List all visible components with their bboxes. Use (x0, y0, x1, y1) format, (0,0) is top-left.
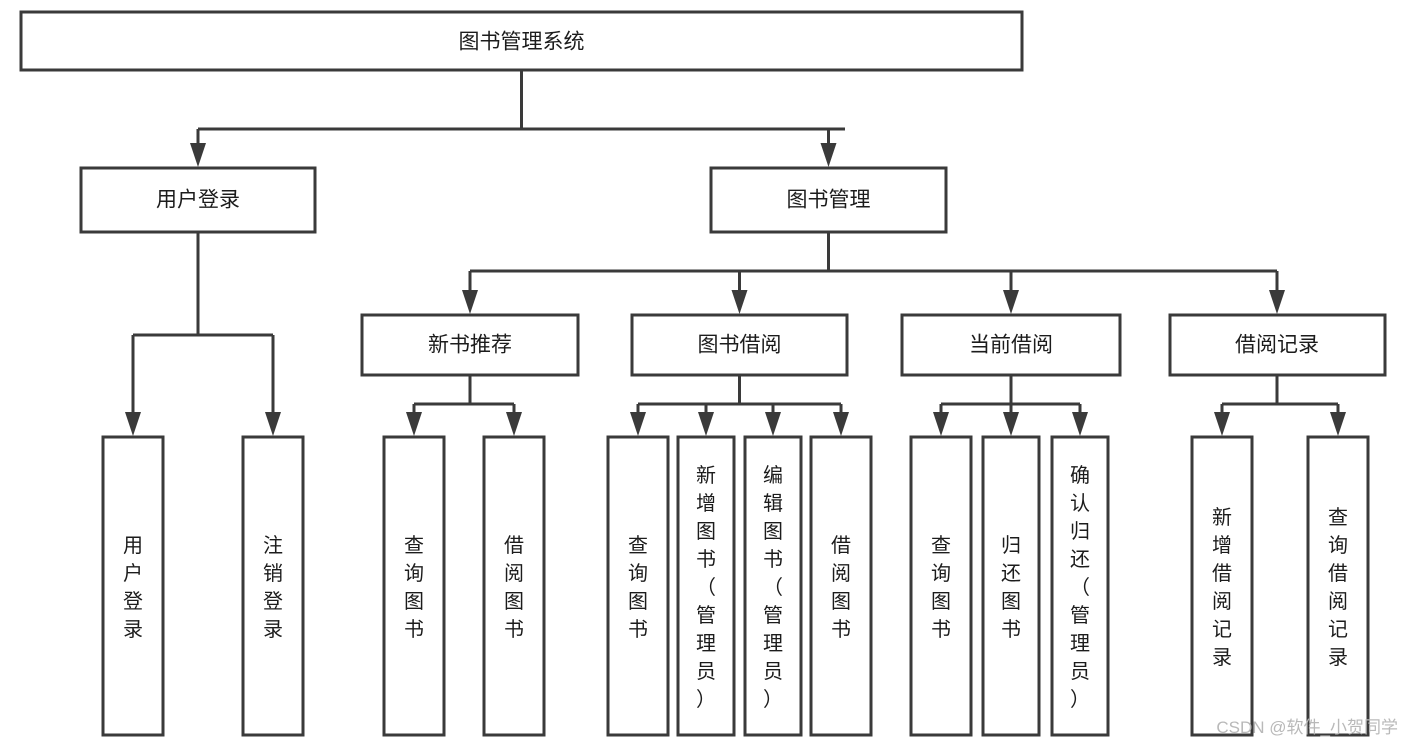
node-root[interactable]: 图书管理系统 (19, 10, 1024, 72)
leaf-bookborrow-borrow-book[interactable]: 借阅图书 (809, 435, 873, 737)
leaf-bookborrow-query-book-box[interactable] (606, 435, 670, 737)
leaf-newbook-borrow-book[interactable]: 借阅图书 (482, 435, 546, 737)
node-book-borrow-box[interactable] (630, 313, 849, 377)
leaf-bookborrow-query-book[interactable]: 查询图书 (606, 435, 670, 737)
arrow-head-currentborrow-leaf-1 (933, 412, 949, 436)
node-borrow-record[interactable]: 借阅记录 (1168, 313, 1387, 377)
leaf-currentborrow-query-book[interactable]: 查询图书 (909, 435, 973, 737)
leaf-newbook-borrow-book-label: 借阅图书 (504, 534, 524, 641)
node-root-label: 图书管理系统 (459, 31, 585, 54)
arrow-head-borrowrecord-leaf-1 (1214, 412, 1230, 436)
leaf-bookborrow-add-book-label: 新增图书（管理员） (696, 464, 716, 711)
csdn-watermark: CSDN @软件_小贺同学 (1216, 718, 1398, 737)
connector-layer (125, 70, 1346, 436)
leaf-newbook-borrow-book-box[interactable] (482, 435, 546, 737)
leaf-currentborrow-confirm-return[interactable]: 确认归还（管理员） (1050, 435, 1110, 737)
leaf-borrowrecord-add-record-label: 新增借阅记录 (1212, 506, 1232, 669)
leaf-borrowrecord-query-record-box[interactable] (1306, 435, 1370, 737)
node-new-book-recommend[interactable]: 新书推荐 (360, 313, 580, 377)
leaf-currentborrow-query-book-label: 查询图书 (931, 534, 951, 641)
leaf-borrowrecord-add-record-box[interactable] (1190, 435, 1254, 737)
arrow-head-user-login (190, 143, 206, 167)
arrow-head-current-borrow (1003, 290, 1019, 314)
leaf-borrowrecord-query-record[interactable]: 查询借阅记录 (1306, 435, 1370, 737)
leaf-bookborrow-edit-book-box[interactable] (743, 435, 803, 737)
leaf-newbook-query-book-box[interactable] (382, 435, 446, 737)
leaf-newbook-query-book[interactable]: 查询图书 (382, 435, 446, 737)
leaf-bookborrow-edit-book[interactable]: 编辑图书（管理员） (743, 435, 803, 737)
leaf-bookborrow-add-book[interactable]: 新增图书（管理员） (676, 435, 736, 737)
leaf-user-login[interactable]: 用户登录 (101, 435, 165, 737)
leaf-currentborrow-confirm-return-box[interactable] (1050, 435, 1110, 737)
arrow-head-bookborrow-leaf-1 (630, 412, 646, 436)
node-book-borrow-label: 图书借阅 (698, 334, 782, 357)
node-current-borrow[interactable]: 当前借阅 (900, 313, 1122, 377)
node-book-borrow[interactable]: 图书借阅 (630, 313, 849, 377)
leaf-bookborrow-add-book-box[interactable] (676, 435, 736, 737)
arrow-head-bookborrow-leaf-3 (765, 412, 781, 436)
node-root-box[interactable] (19, 10, 1024, 72)
leaf-bookborrow-edit-book-label: 编辑图书（管理员） (763, 464, 783, 711)
leaf-currentborrow-return-book-box[interactable] (981, 435, 1041, 737)
node-user-login-box[interactable] (79, 166, 317, 234)
arrow-head-borrow-record (1269, 290, 1285, 314)
arrow-head-new-book (462, 290, 478, 314)
arrow-head-currentborrow-leaf-3 (1072, 412, 1088, 436)
leaf-bookborrow-borrow-book-label: 借阅图书 (831, 534, 851, 641)
node-current-borrow-box[interactable] (900, 313, 1122, 377)
node-book-management[interactable]: 图书管理 (709, 166, 948, 234)
node-new-book-recommend-box[interactable] (360, 313, 580, 377)
leaf-borrowrecord-add-record[interactable]: 新增借阅记录 (1190, 435, 1254, 737)
node-book-management-box[interactable] (709, 166, 948, 234)
node-book-management-label: 图书管理 (787, 189, 871, 212)
arrow-head-leaf-user-login (125, 412, 141, 436)
leaf-user-login-box[interactable] (101, 435, 165, 737)
node-user-login-label: 用户登录 (156, 189, 240, 212)
leaf-newbook-query-book-label: 查询图书 (404, 534, 424, 641)
leaf-bookborrow-query-book-label: 查询图书 (628, 534, 648, 641)
leaf-bookborrow-borrow-book-box[interactable] (809, 435, 873, 737)
arrow-head-newbook-leaf-2 (506, 412, 522, 436)
arrow-head-bookborrow-leaf-4 (833, 412, 849, 436)
node-borrow-record-label: 借阅记录 (1235, 334, 1319, 357)
arrow-head-borrowrecord-leaf-2 (1330, 412, 1346, 436)
leaf-logout-box[interactable] (241, 435, 305, 737)
leaf-currentborrow-return-book[interactable]: 归还图书 (981, 435, 1041, 737)
arrow-head-book-borrow (731, 290, 748, 314)
node-new-book-recommend-label: 新书推荐 (428, 334, 512, 357)
arrow-head-bookborrow-leaf-2 (698, 412, 714, 436)
leaf-currentborrow-return-book-label: 归还图书 (1001, 534, 1021, 641)
leaf-currentborrow-query-book-box[interactable] (909, 435, 973, 737)
arrow-head-currentborrow-leaf-2 (1003, 412, 1019, 436)
leaf-borrowrecord-query-record-label: 查询借阅记录 (1328, 506, 1348, 669)
node-current-borrow-label: 当前借阅 (969, 334, 1053, 357)
node-user-login[interactable]: 用户登录 (79, 166, 317, 234)
arrow-head-book-mgmt (820, 143, 837, 167)
leaf-logout[interactable]: 注销登录 (241, 435, 305, 737)
arrow-head-leaf-logout (265, 412, 281, 436)
arrow-head-newbook-leaf-1 (406, 412, 422, 436)
leaf-user-login-label: 用户登录 (123, 535, 143, 641)
leaf-logout-label: 注销登录 (263, 534, 283, 641)
node-borrow-record-box[interactable] (1168, 313, 1387, 377)
leaf-currentborrow-confirm-return-label: 确认归还（管理员） (1070, 464, 1090, 711)
